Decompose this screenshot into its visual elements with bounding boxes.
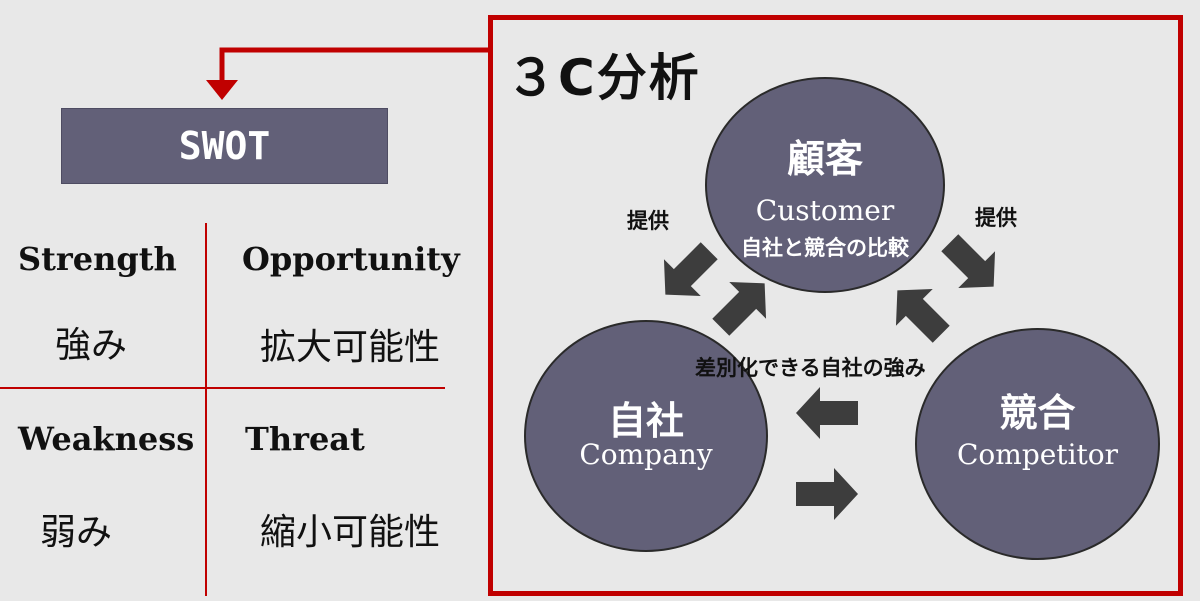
company-label: 自社 (607, 399, 684, 443)
strength-jp: 強み (55, 325, 128, 366)
company-circle (524, 320, 768, 552)
opportunity-label: Opportunity (242, 240, 460, 278)
provide-right-arrow (941, 234, 996, 289)
threat-label: Threat (245, 420, 365, 458)
customer-note: 自社と競合の比較 (741, 236, 909, 260)
competitor-to-company-arrow (796, 387, 858, 439)
competitor-circle (915, 328, 1160, 560)
three-c-title: ３C分析 (506, 49, 701, 107)
company-en: Company (579, 438, 713, 471)
swot-title: SWOT (61, 108, 388, 184)
customer-en: Customer (755, 194, 895, 227)
weakness-jp: 弱み (40, 512, 113, 553)
company-to-customer-arrow (712, 281, 767, 336)
three-c-frame (488, 15, 1183, 596)
customer-circle (705, 77, 945, 293)
competitor-label: 競合 (999, 391, 1076, 435)
swot-horizontal-divider (0, 387, 445, 389)
swot-vertical-divider (205, 223, 207, 596)
provide-right-label: 提供 (975, 206, 1017, 230)
center-note: 差別化できる自社の強み (695, 356, 926, 380)
opportunity-jp: 拡大可能性 (260, 327, 441, 368)
competitor-to-customer-arrow (895, 288, 950, 343)
customer-label: 顧客 (786, 137, 863, 181)
strength-label: Strength (18, 240, 177, 278)
company-to-competitor-arrow (796, 468, 858, 520)
weakness-label: Weakness (18, 420, 195, 458)
provide-left-arrow (663, 242, 718, 297)
provide-left-label: 提供 (627, 209, 669, 233)
competitor-en: Competitor (956, 438, 1119, 471)
threat-jp: 縮小可能性 (260, 512, 441, 553)
